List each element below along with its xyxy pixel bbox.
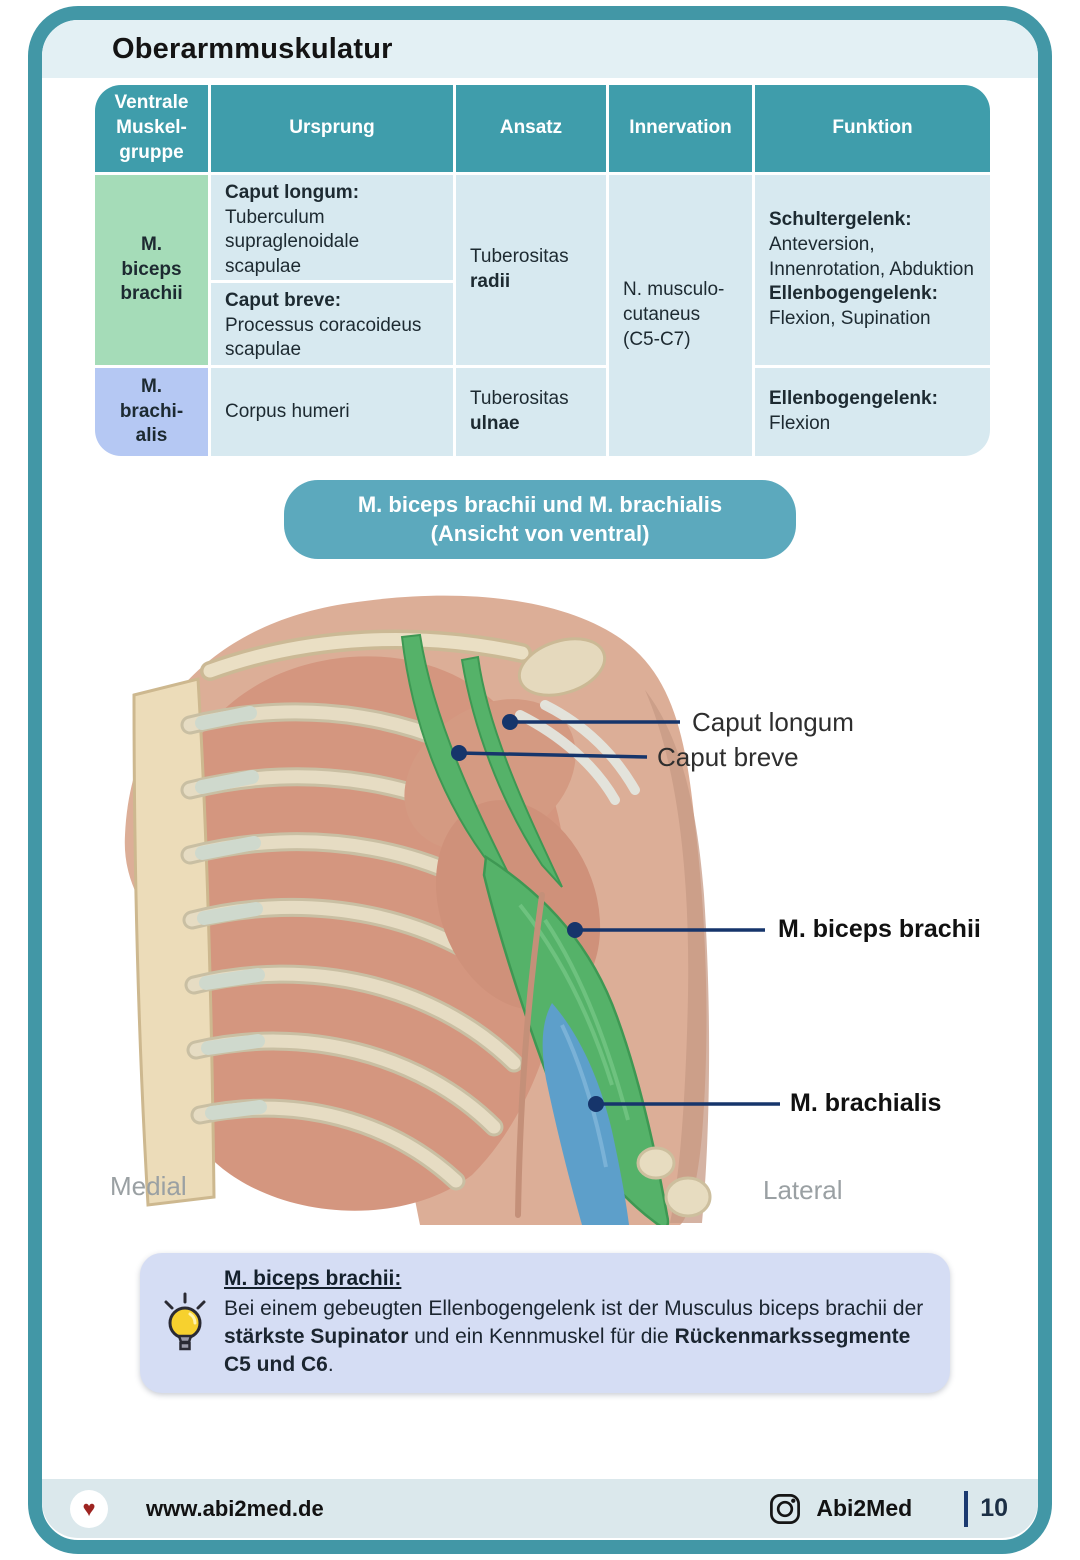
cell-funktion-biceps: Schultergelenk: Anteversion, Innenrotati… <box>755 175 990 365</box>
page-number: 10 <box>980 1494 1008 1522</box>
hint-body: Bei einem gebeugten Ellenbogengelenk ist… <box>224 1295 926 1379</box>
arm-shading <box>645 690 710 1223</box>
funktion-brachialis-joint: Ellenbogengelenk: <box>769 388 938 410</box>
page-frame <box>28 6 1052 1554</box>
funktion-joint1: Schultergelenk: <box>769 209 912 231</box>
banner-line2: (Ansicht von ventral) <box>430 520 650 546</box>
label-m-biceps-brachii: M. biceps brachii <box>778 915 981 943</box>
instagram-handle[interactable]: Abi2Med <box>816 1495 913 1521</box>
caput-longum-value: Tuberculum supraglenoidale scapulae <box>225 206 360 278</box>
label-lateral: Lateral <box>763 1175 843 1205</box>
hint-box: M. biceps brachii: Bei einem gebeugten E… <box>140 1253 950 1393</box>
funktion-actions2: Flexion, Supination <box>769 308 931 330</box>
col-header-funktion: Funktion <box>755 85 990 172</box>
leader-lines <box>458 720 780 1106</box>
hint-seg2: stärkste Supinator <box>224 1324 409 1348</box>
hint-seg5: . <box>327 1352 334 1376</box>
cell-muscle-biceps: M. biceps brachii <box>95 175 208 365</box>
leader-dots <box>451 714 604 1112</box>
ansatz-brachialis-text: Tuberositas <box>470 388 569 410</box>
cell-ursprung-caput-longum: Caput longum: Tuberculum supraglenoidale… <box>211 175 453 280</box>
banner-line1: M. biceps brachii und M. brachialis <box>357 492 723 517</box>
biceps-fibers <box>518 903 630 1121</box>
anatomy-figure: Caput longum Caput breve M. biceps brach… <box>90 575 990 1225</box>
elbow-bone-large <box>664 1176 712 1218</box>
cell-ursprung-brachialis: Corpus humeri <box>211 368 453 456</box>
cell-ansatz-brachialis: Tuberositas ulnae <box>456 368 606 456</box>
website-link[interactable]: www.abi2med.de <box>146 1495 324 1521</box>
heart-logo-icon: ♥ <box>70 1489 108 1528</box>
muscle-table: Ventrale Muskel- gruppe Ursprung Ansatz … <box>95 85 990 456</box>
ansatz-biceps-bold: radii <box>470 271 511 292</box>
armpit-crease <box>515 892 545 1218</box>
col-header-ansatz: Ansatz <box>456 85 606 172</box>
sternum-bone <box>132 677 216 1207</box>
anatomy-illustration <box>124 595 780 1225</box>
label-medial: Medial <box>110 1171 187 1201</box>
heart-glyph: ♥ <box>82 1495 96 1521</box>
biceps-caput-breve-muscle <box>460 655 563 888</box>
label-caput-longum: Caput longum <box>692 707 854 737</box>
caput-longum-label: Caput longum: <box>225 182 360 203</box>
label-caput-breve: Caput breve <box>657 742 799 772</box>
caput-breve-label: Caput breve: <box>225 290 342 311</box>
footer-bar: ♥ www.abi2med.de Abi2Med 10 <box>42 1479 1038 1538</box>
cell-innervation: N. musculo-cutaneus (C5-C7) <box>609 175 752 456</box>
col-header-ursprung: Ursprung <box>211 85 453 172</box>
lightbulb-icon <box>164 1292 206 1351</box>
cell-funktion-brachialis: Ellenbogengelenk: Flexion <box>755 368 990 456</box>
clavicle-bone-highlight <box>203 632 529 678</box>
instagram-icon[interactable] <box>768 1492 802 1526</box>
funktion-joint2: Ellenbogengelenk: <box>769 283 938 305</box>
brachialis-muscle <box>542 1003 629 1225</box>
title-band: Oberarmmuskulatur <box>42 20 1038 78</box>
label-m-brachialis: M. brachialis <box>790 1089 942 1117</box>
cell-ursprung-caput-breve: Caput breve: Processus coracoideus scapu… <box>211 283 453 365</box>
col-header-muskelgruppe: Ventrale Muskel- gruppe <box>95 85 208 172</box>
ansatz-brachialis-bold: ulnae <box>470 413 520 434</box>
hint-seg1: Bei einem gebeugten Ellenbogengelenk ist… <box>224 1297 924 1320</box>
cell-muscle-brachialis: M. brachi- alis <box>95 368 208 456</box>
page-number-divider <box>964 1490 969 1527</box>
cell-ansatz-biceps: Tuberositas radii <box>456 175 606 365</box>
hint-title: M. biceps brachii: <box>224 1267 402 1290</box>
hint-seg4: Rückenmarkssegmente C5 und C6 <box>224 1324 911 1376</box>
funktion-brachialis-actions: Flexion <box>769 413 831 434</box>
caput-breve-value: Processus coracoideus scapulae <box>225 314 422 361</box>
ansatz-biceps-text: Tuberositas <box>470 246 569 268</box>
brachialis-fibers <box>560 1024 608 1168</box>
page-title: Oberarmmuskulatur <box>112 32 393 65</box>
figure-caption-banner: M. biceps brachii und M. brachialis (Ans… <box>284 480 796 560</box>
hint-seg3: und ein Kennmuskel für die <box>408 1324 675 1348</box>
elbow-bone-small <box>636 1146 676 1180</box>
acromion-bone <box>517 637 607 697</box>
col-header-innervation: Innervation <box>609 85 752 172</box>
funktion-actions1: Anteversion, Innenrotation, Abduktion <box>769 233 974 280</box>
